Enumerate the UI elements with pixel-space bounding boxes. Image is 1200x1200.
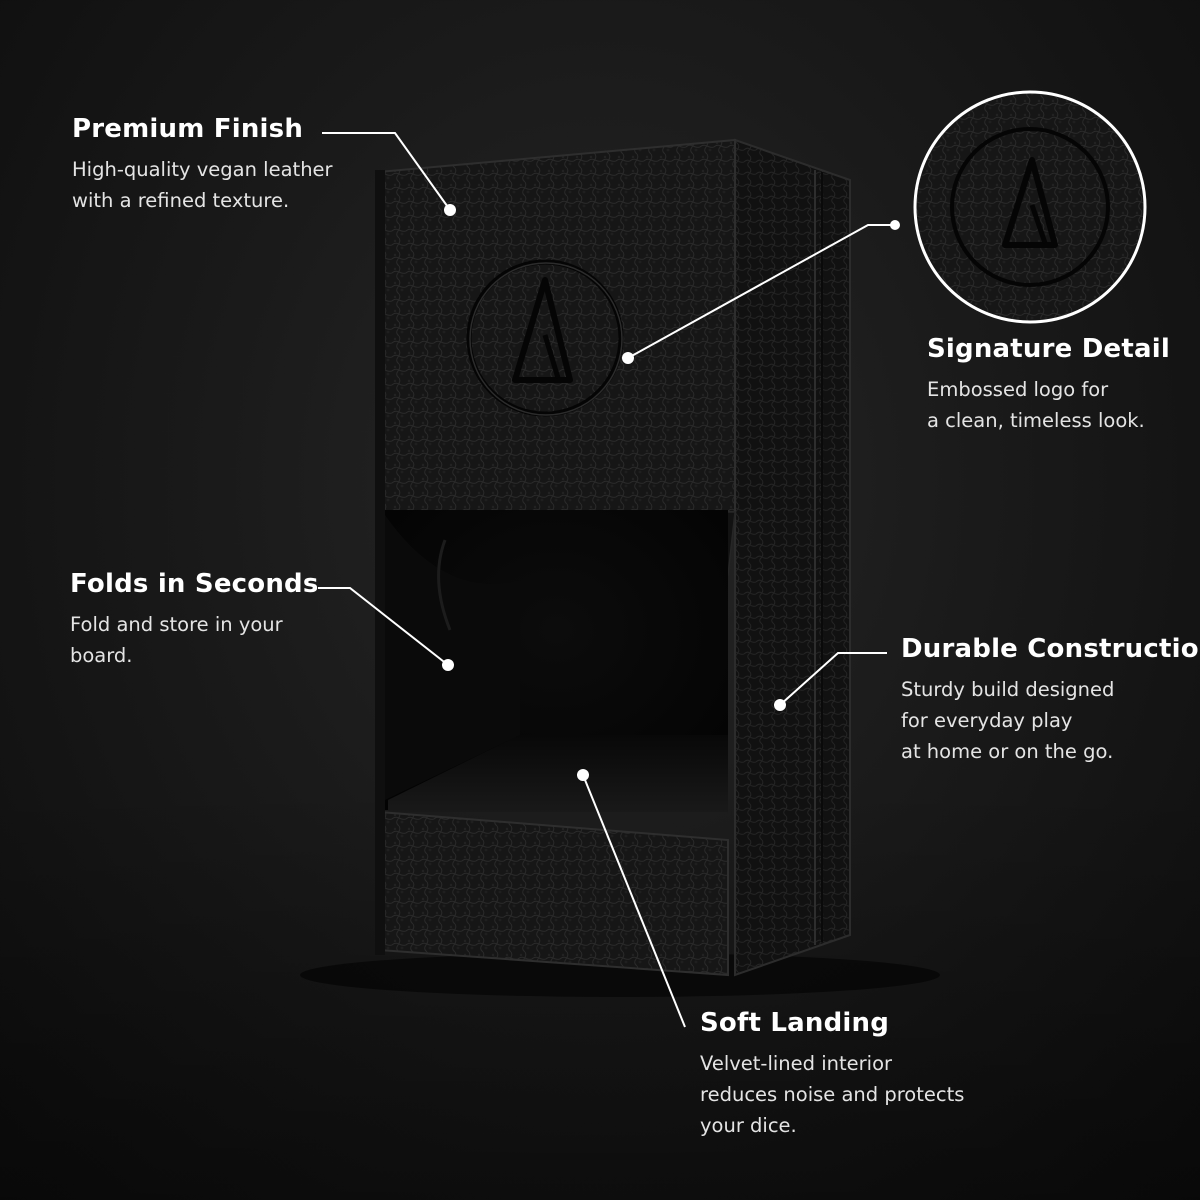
tower-side-panel xyxy=(734,138,851,977)
callout-line: reduces noise and protects xyxy=(700,1083,965,1106)
callout-title: Durable Construction xyxy=(901,634,1200,664)
callout-line: at home or on the go. xyxy=(901,740,1114,763)
dot-folds-in-seconds xyxy=(442,659,454,671)
callout-line: High-quality vegan leather xyxy=(72,158,333,181)
callout-title: Folds in Seconds xyxy=(70,569,319,599)
leader-durable-construction xyxy=(779,652,887,706)
callout-title: Soft Landing xyxy=(700,1008,890,1038)
callout-description: Embossed logo for a clean, timeless look… xyxy=(927,374,1170,436)
callout-title: Premium Finish xyxy=(72,114,304,144)
callout-line: Fold and store in your xyxy=(70,613,283,636)
callout-line: for everyday play xyxy=(901,709,1073,732)
velvet-tray xyxy=(388,735,728,812)
cast-shadow xyxy=(300,953,940,997)
leader-lines xyxy=(318,132,895,1028)
callout-line: Velvet-lined interior xyxy=(700,1052,893,1075)
callout-premium-finish: Premium Finish High-quality vegan leathe… xyxy=(72,114,333,216)
callout-description: Fold and store in your board. xyxy=(70,609,319,671)
embossed-logo-icon xyxy=(466,259,624,417)
callout-description: High-quality vegan leather with a refine… xyxy=(72,154,333,216)
callout-line: your dice. xyxy=(700,1114,797,1137)
dot-signature-detail xyxy=(622,352,634,364)
leader-soft-landing xyxy=(582,774,686,1028)
callout-durable-construction: Durable Construction Sturdy build design… xyxy=(901,634,1200,767)
leader-premium-finish xyxy=(322,132,451,211)
callout-line: with a refined texture. xyxy=(72,189,290,212)
callout-description: Velvet-lined interior reduces noise and … xyxy=(700,1048,964,1141)
dot-premium-finish xyxy=(444,204,456,216)
callout-line: Sturdy build designed xyxy=(901,678,1115,701)
leader-signature-detail xyxy=(627,224,895,359)
callout-line: Embossed logo for xyxy=(927,378,1109,401)
callout-signature-detail: Signature Detail Embossed logo for a cle… xyxy=(927,334,1170,436)
leader-dots xyxy=(442,204,900,781)
callout-folds-in-seconds: Folds in Seconds Fold and store in your … xyxy=(70,569,319,671)
callout-line: board. xyxy=(70,644,133,667)
interior-fold xyxy=(437,539,452,631)
callout-title: Signature Detail xyxy=(927,334,1170,364)
dot-durable-construction xyxy=(774,699,786,711)
logo-detail-inset xyxy=(913,90,1147,324)
callout-description: Sturdy build designed for everyday play … xyxy=(901,674,1200,767)
interior-ramp xyxy=(385,515,520,800)
leader-folds-in-seconds xyxy=(318,587,449,666)
dot-soft-landing xyxy=(577,769,589,781)
callout-line: a clean, timeless look. xyxy=(927,409,1145,432)
dot-signature-inset xyxy=(890,220,900,230)
front-edge xyxy=(375,170,385,955)
callout-soft-landing: Soft Landing Velvet-lined interior reduc… xyxy=(700,1008,964,1141)
tower-bottom-panel xyxy=(379,810,729,977)
